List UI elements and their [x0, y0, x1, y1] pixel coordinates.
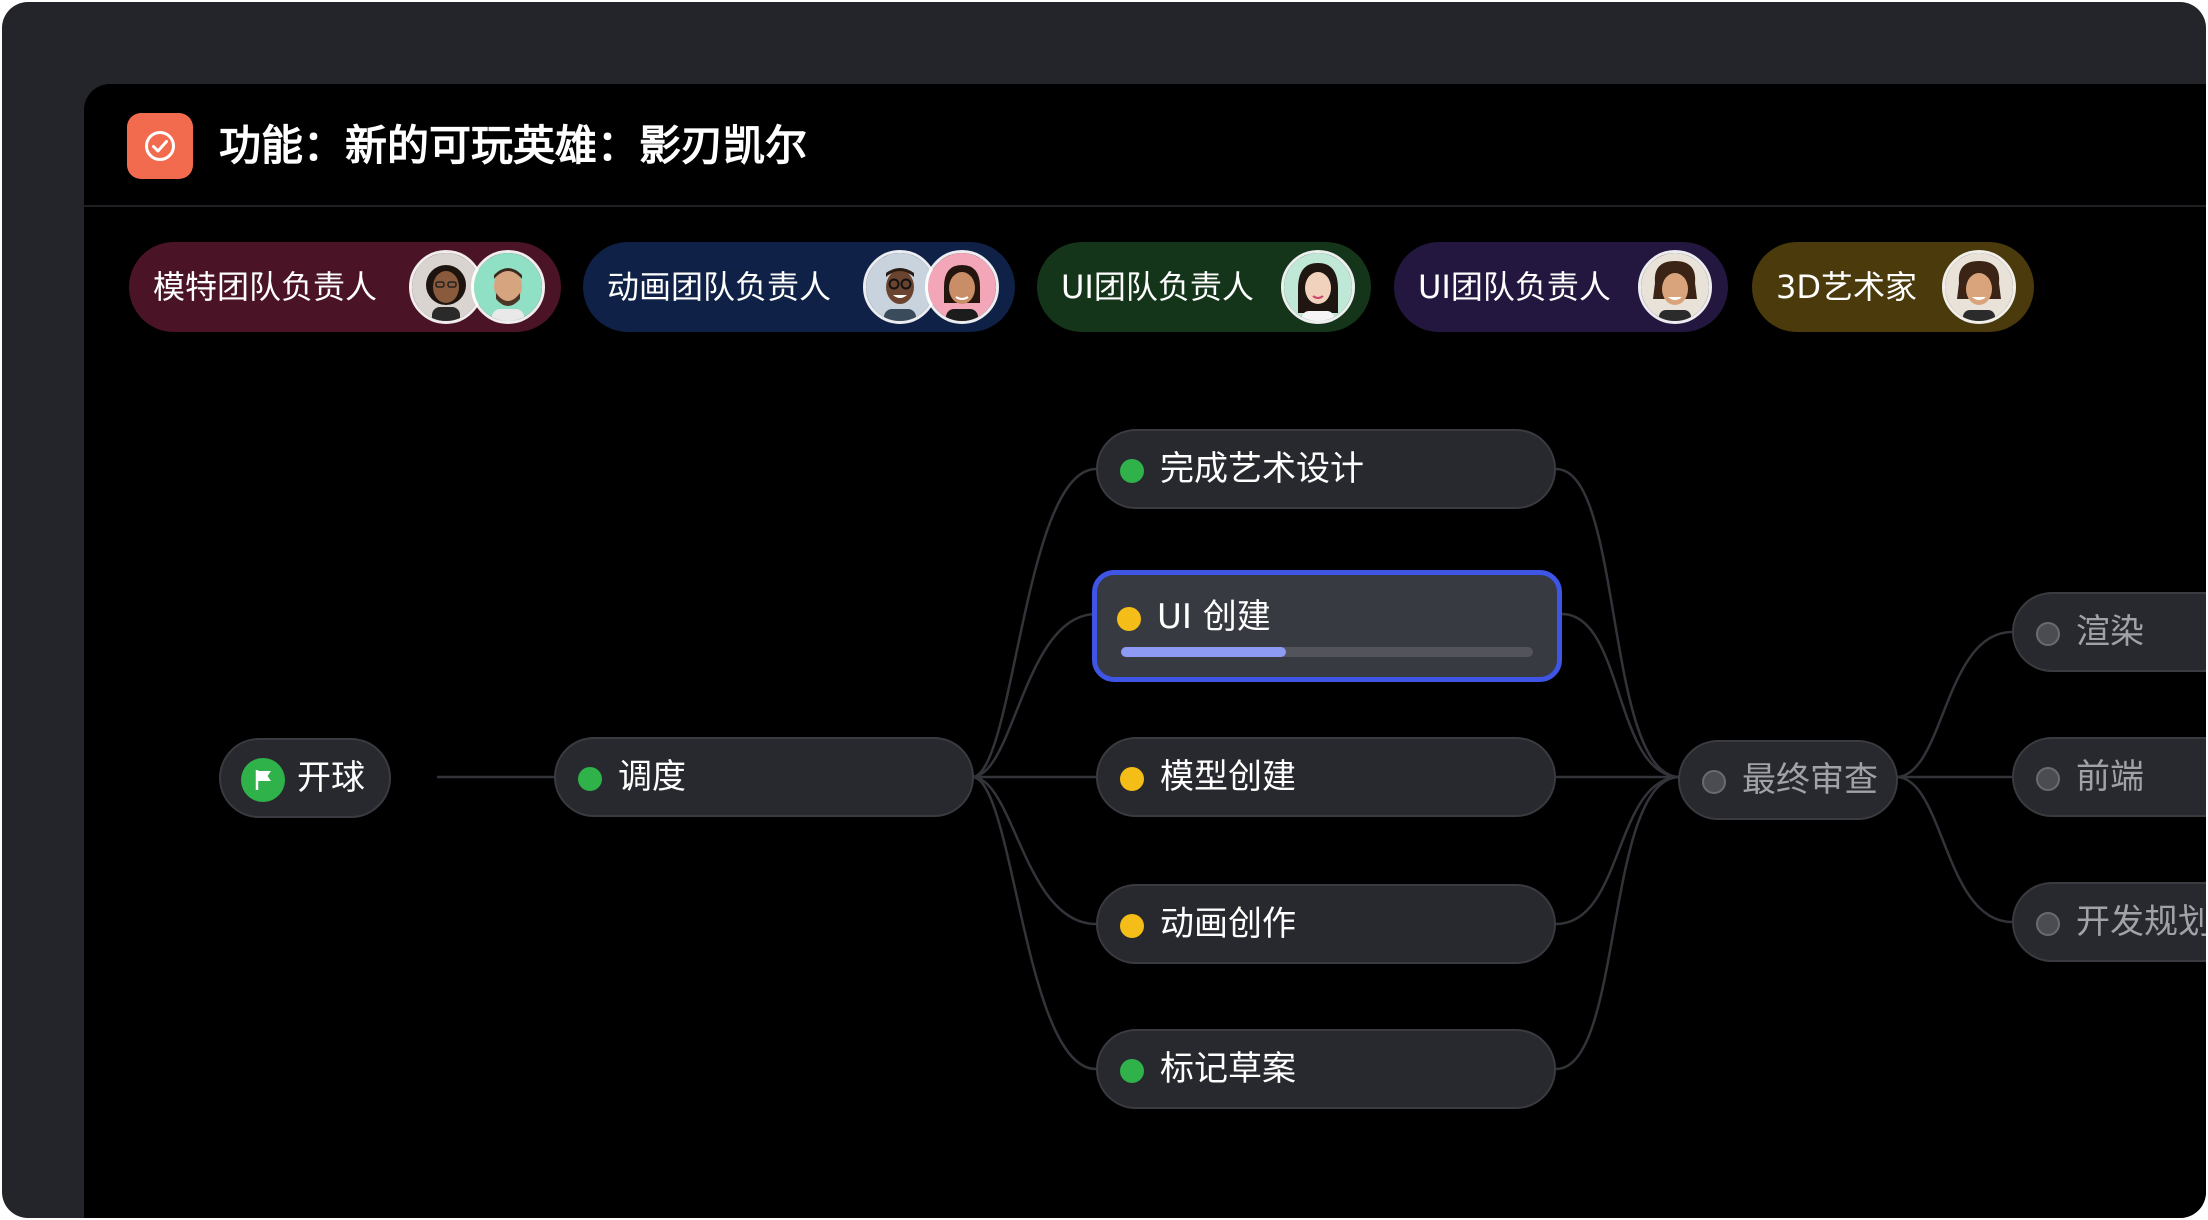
team-label: 模特团队负责人	[153, 268, 378, 306]
avatar[interactable]	[925, 250, 999, 324]
progress-bar	[1121, 647, 1533, 657]
status-dot	[2036, 622, 2060, 646]
avatar[interactable]	[1942, 250, 2016, 324]
team-pill-animation-lead[interactable]: 动画团队负责人	[583, 242, 1015, 332]
node-dev-plan[interactable]: 开发规划	[2012, 882, 2206, 962]
team-label: UI团队负责人	[1418, 268, 1611, 306]
node-label: 开球	[297, 758, 365, 798]
avatar[interactable]	[863, 250, 937, 324]
node-animation[interactable]: 动画创作	[1096, 884, 1556, 964]
node-mark-draft[interactable]: 标记草案	[1096, 1029, 1556, 1109]
node-ui-build[interactable]: UI 创建	[1092, 570, 1562, 682]
node-schedule[interactable]: 调度	[554, 737, 974, 817]
team-label: UI团队负责人	[1061, 268, 1254, 306]
status-dot	[2036, 912, 2060, 936]
status-dot	[2036, 767, 2060, 791]
status-dot	[1120, 459, 1144, 483]
node-label: 完成艺术设计	[1160, 449, 1364, 489]
page-title: 功能：新的可玩英雄：影刃凯尔	[219, 121, 808, 170]
status-dot	[1702, 770, 1726, 794]
check-circle-icon[interactable]	[127, 113, 193, 179]
node-label: 动画创作	[1160, 904, 1296, 944]
team-pill-3d-artist[interactable]: 3D艺术家	[1752, 242, 2034, 332]
node-label: 最终审查	[1742, 760, 1878, 800]
node-label: 调度	[618, 757, 686, 797]
team-label: 3D艺术家	[1776, 268, 1918, 306]
node-label: 模型创建	[1160, 757, 1296, 797]
flag-icon	[241, 758, 285, 802]
status-dot	[1120, 1059, 1144, 1083]
team-pill-ui-lead-2[interactable]: UI团队负责人	[1394, 242, 1728, 332]
node-render[interactable]: 渲染	[2012, 592, 2206, 672]
node-frontend[interactable]: 前端	[2012, 737, 2206, 817]
node-label: UI 创建	[1157, 597, 1271, 637]
team-pill-ui-lead[interactable]: UI团队负责人	[1037, 242, 1371, 332]
node-label: 前端	[2076, 757, 2144, 797]
node-final-review[interactable]: 最终审查	[1678, 740, 1898, 820]
avatar[interactable]	[1281, 250, 1355, 324]
flow-connectors	[437, 467, 2013, 1071]
node-art-design[interactable]: 完成艺术设计	[1096, 429, 1556, 509]
avatar[interactable]	[1638, 250, 1712, 324]
node-kickoff[interactable]: 开球	[219, 738, 391, 818]
status-dot	[578, 767, 602, 791]
node-label: 标记草案	[1160, 1049, 1296, 1089]
team-label: 动画团队负责人	[607, 268, 832, 306]
progress-fill	[1121, 647, 1286, 657]
status-dot	[1120, 767, 1144, 791]
avatar[interactable]	[409, 250, 483, 324]
node-label: 开发规划	[2076, 902, 2206, 942]
node-label: 渲染	[2076, 612, 2144, 652]
node-model-build[interactable]: 模型创建	[1096, 737, 1556, 817]
team-pill-model-lead[interactable]: 模特团队负责人	[129, 242, 561, 332]
status-dot	[1117, 607, 1141, 631]
avatar[interactable]	[471, 250, 545, 324]
workflow-window: 功能：新的可玩英雄：影刃凯尔 模特团队负责人 动画团队负责人 UI团队负责人	[84, 84, 2206, 1218]
status-dot	[1120, 914, 1144, 938]
title-bar: 功能：新的可玩英雄：影刃凯尔	[84, 84, 2206, 207]
